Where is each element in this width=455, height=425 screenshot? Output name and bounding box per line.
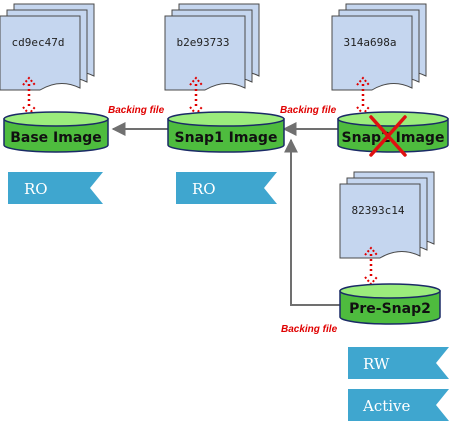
document-id-snap2: 314a698a xyxy=(344,36,397,49)
mode-tag-label: Active xyxy=(362,397,411,415)
document-id-base: cd9ec47d xyxy=(12,36,65,49)
mode-tag-presnap2-rw: RW xyxy=(348,347,449,379)
document-id-presnap2: 82393c14 xyxy=(352,204,405,217)
backing-file-label-2: Backing file xyxy=(280,105,337,116)
document-stack-presnap2: 82393c14 xyxy=(339,171,435,259)
mode-tag-presnap2-active: Active xyxy=(348,389,449,421)
cylinder-label-snap2: Snap2 Image xyxy=(342,130,445,146)
document-stack-base: cd9ec47d xyxy=(0,3,95,91)
mode-tag-label: RO xyxy=(24,180,48,198)
document-stack-snap1: b2e93733 xyxy=(164,3,260,91)
cylinder-label-snap1: Snap1 Image xyxy=(175,130,278,146)
mode-tag-label: RO xyxy=(192,180,216,198)
cylinder-snap2-image: Snap2 Image xyxy=(337,111,449,153)
cylinder-presnap2: Pre-Snap2 xyxy=(339,283,441,325)
document-stack-snap2: 314a698a xyxy=(331,3,427,91)
cylinder-label-presnap2: Pre-Snap2 xyxy=(349,301,431,317)
backing-file-label-3: Backing file xyxy=(281,324,338,335)
mode-tag-label: RW xyxy=(363,355,390,373)
backing-arrow-presnap2-to-snap1 xyxy=(284,138,340,306)
cylinder-label-base: Base Image xyxy=(10,130,102,146)
cylinder-snap1-image: Snap1 Image xyxy=(167,111,285,153)
document-id-snap1: b2e93733 xyxy=(177,36,230,49)
deleted-cross-icon xyxy=(369,115,407,157)
mode-tag-snap1-ro: RO xyxy=(176,172,277,204)
mode-tag-base-ro: RO xyxy=(8,172,103,204)
cylinder-base-image: Base Image xyxy=(3,111,109,153)
backing-file-label-1: Backing file xyxy=(108,105,165,116)
